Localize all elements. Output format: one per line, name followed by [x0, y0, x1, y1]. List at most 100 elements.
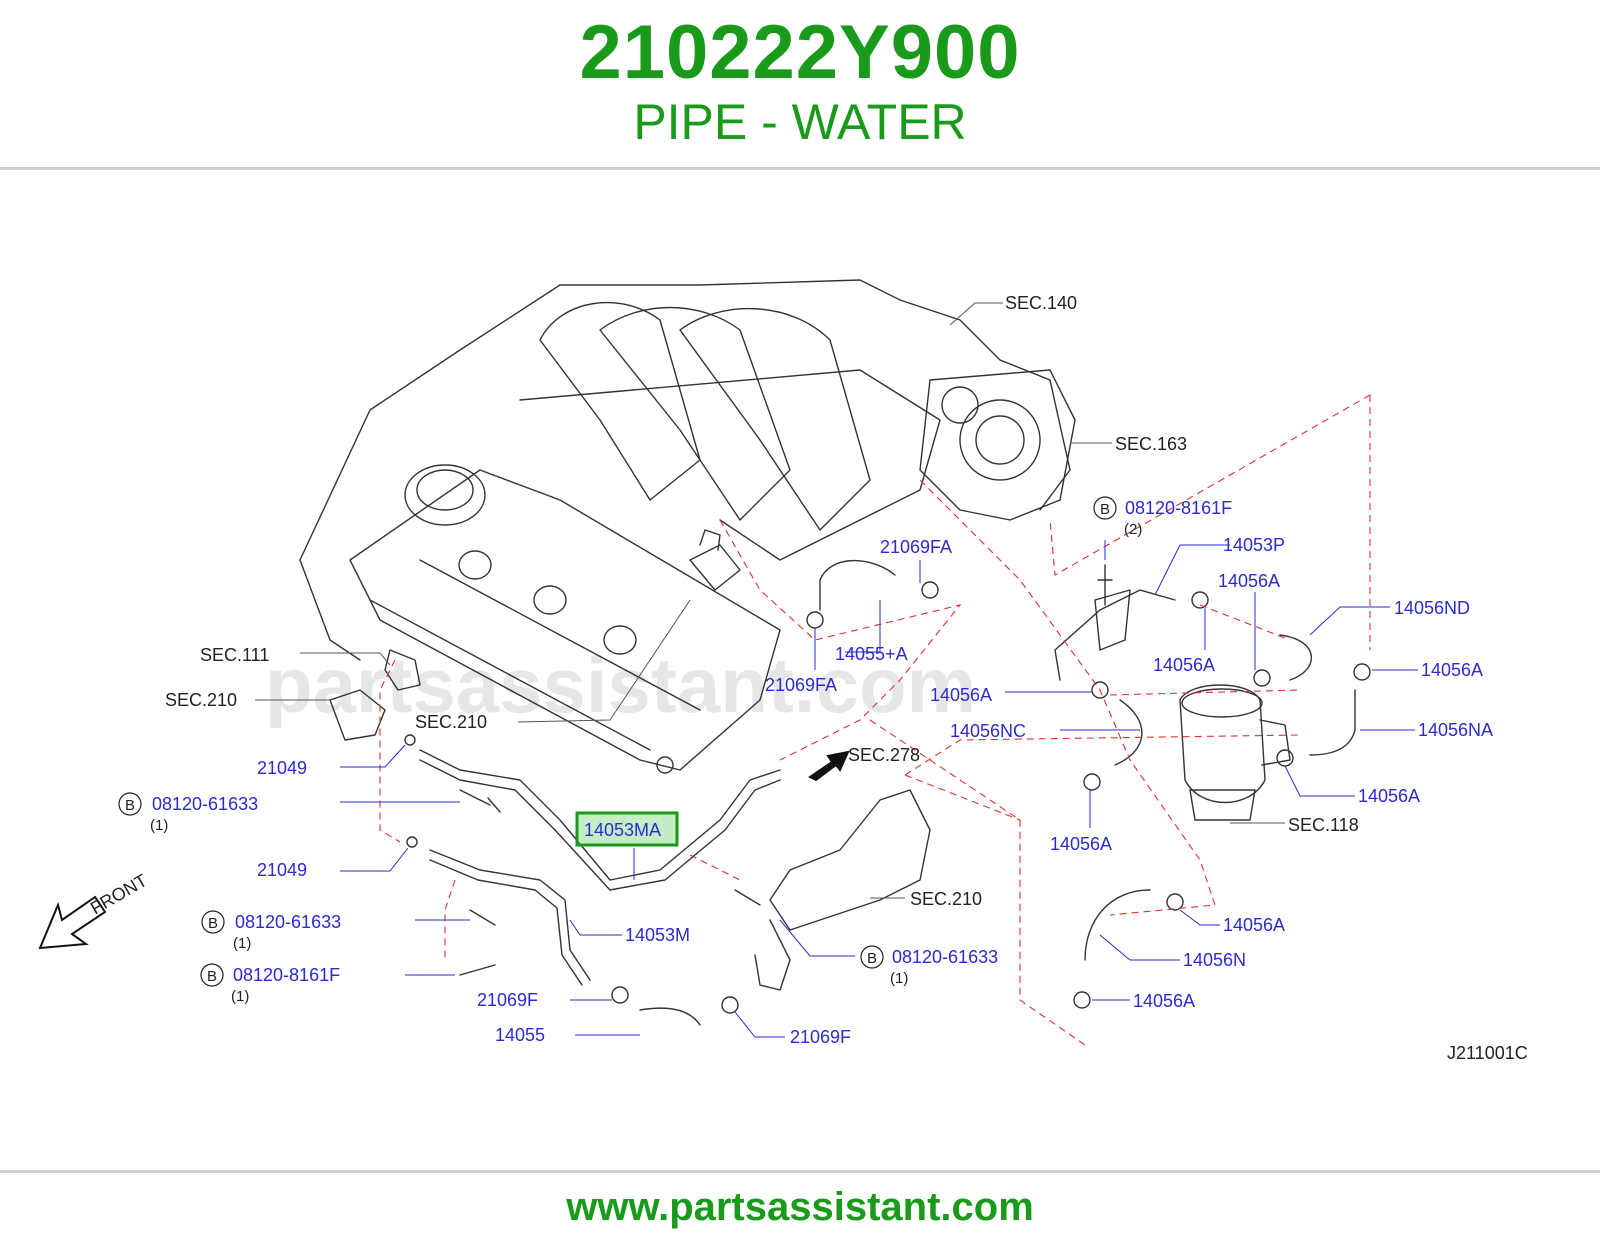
- label-14056A-4[interactable]: 14056A: [930, 685, 992, 705]
- bottom-divider: [0, 1170, 1600, 1173]
- cover-water-outlet: [689, 544, 741, 591]
- label-08120-8161F-b-qty: (1): [231, 988, 249, 1005]
- label-21069FA-b[interactable]: 21069FA: [765, 675, 837, 695]
- dash-lower-box: [904, 734, 1301, 821]
- bolt-badge-c: B: [200, 963, 224, 987]
- clamp-14056A-4: [1091, 681, 1109, 699]
- hose-14055A: [819, 559, 896, 611]
- valve-cover-rib: [369, 599, 651, 751]
- label-14055A[interactable]: 14055+A: [835, 644, 908, 664]
- header: 210222Y900 PIPE - WATER: [0, 0, 1600, 170]
- sec278-arrow-icon: [808, 750, 850, 782]
- part-name-subtitle: PIPE - WATER: [633, 94, 967, 150]
- label-sec210-c[interactable]: SEC.210: [910, 889, 982, 909]
- hose-14055: [639, 1007, 701, 1026]
- dash-middle: [919, 479, 1216, 916]
- footer-url-link[interactable]: www.partsassistant.com: [566, 1185, 1034, 1229]
- label-21049-b[interactable]: 21049: [257, 860, 307, 880]
- label-14056A-7[interactable]: 14056A: [1223, 915, 1285, 935]
- label-14053M[interactable]: 14053M: [625, 925, 690, 945]
- valve-cover: [349, 469, 781, 771]
- svg-text:B: B: [207, 968, 217, 985]
- label-08120-8161F-top[interactable]: 08120-8161F: [1125, 498, 1232, 518]
- label-14056NA[interactable]: 14056NA: [1418, 720, 1493, 740]
- bolt-badge-b: B: [201, 910, 225, 934]
- label-14053P[interactable]: 14053P: [1223, 535, 1285, 555]
- clamp-14056A-3: [1353, 663, 1371, 681]
- cover-water-outlet-neck: [699, 529, 721, 551]
- throttle-body: [959, 399, 1041, 481]
- label-sec163[interactable]: SEC.163: [1115, 434, 1187, 454]
- label-sec140[interactable]: SEC.140: [1005, 293, 1077, 313]
- label-sec118[interactable]: SEC.118: [1288, 815, 1359, 835]
- label-14056A-8[interactable]: 14056A: [1133, 991, 1195, 1011]
- valve-cover-rib2: [419, 559, 701, 711]
- label-08120-8161F-b[interactable]: 08120-8161F: [233, 965, 340, 985]
- dash-bolt-left: [444, 879, 456, 960]
- leader-sec140: [949, 302, 1003, 326]
- clamp-14056A-1: [1191, 591, 1209, 609]
- diagram-code: J211001C: [1447, 1043, 1528, 1063]
- label-21069F-b[interactable]: 21069F: [790, 1027, 851, 1047]
- leader-14056N: [1099, 934, 1180, 961]
- label-08120-61633-c[interactable]: 08120-61633: [892, 947, 998, 967]
- label-08120-61633-b-qty: (1): [233, 935, 251, 952]
- water-pipe-14053MA: [419, 749, 781, 881]
- label-14053MA[interactable]: 14053MA: [584, 820, 661, 840]
- egr-unit-base: [1189, 789, 1256, 821]
- bolt-08120-61633-b: [469, 909, 496, 926]
- leader-21049-a: [340, 744, 406, 768]
- clamp-14056A-8: [1073, 991, 1091, 1009]
- hose-14056N: [1084, 889, 1151, 961]
- hose-14056ND: [1279, 634, 1313, 681]
- throttle-housing: [919, 369, 1076, 521]
- hose-14056NC: [1114, 699, 1143, 766]
- bolt-badge-top: B: [1093, 496, 1117, 520]
- label-14056A-1[interactable]: 14056A: [1218, 571, 1280, 591]
- label-14056A-6[interactable]: 14056A: [1050, 834, 1112, 854]
- leader-sec210b: [517, 599, 691, 723]
- water-outlet-branch: [754, 919, 791, 991]
- clamp-21069F-b: [721, 996, 739, 1014]
- egr-unit: [1179, 684, 1266, 804]
- label-14055[interactable]: 14055: [495, 1025, 545, 1045]
- dash-sec278-box: [869, 719, 1086, 1046]
- label-14056ND[interactable]: 14056ND: [1394, 598, 1470, 618]
- label-sec111[interactable]: SEC.111: [200, 645, 269, 665]
- leader-21069F-b: [734, 1011, 785, 1038]
- svg-text:B: B: [867, 950, 877, 967]
- label-08120-61633-b[interactable]: 08120-61633: [235, 912, 341, 932]
- engine-outline: [299, 279, 1071, 561]
- label-21069F-a[interactable]: 21069F: [477, 990, 538, 1010]
- hose-14056NA: [1309, 689, 1356, 756]
- label-21069FA-a[interactable]: 21069FA: [880, 537, 952, 557]
- clamp-14056A-2: [1253, 669, 1271, 687]
- bolt-badge-a: B: [118, 792, 142, 816]
- clamp-14056A-7: [1166, 893, 1184, 911]
- label-14056A-5[interactable]: 14056A: [1358, 786, 1420, 806]
- label-14056A-2[interactable]: 14056A: [1153, 655, 1215, 675]
- selected-part-highlight[interactable]: [575, 811, 679, 847]
- dash-egr: [1109, 604, 1301, 696]
- label-08120-61633-c-qty: (1): [890, 970, 908, 987]
- gasket-21049-b: [406, 836, 418, 848]
- dash-cover: [719, 519, 962, 761]
- svg-text:B: B: [208, 915, 218, 932]
- water-pipe-14053M-inner: [429, 859, 583, 986]
- label-sec210-a[interactable]: SEC.210: [165, 690, 237, 710]
- label-14056A-3[interactable]: 14056A: [1421, 660, 1483, 680]
- leader-21049-b: [340, 847, 409, 872]
- spark-plug-well-3: [603, 625, 637, 655]
- intake-plenum: [519, 369, 941, 561]
- label-sec210-b[interactable]: SEC.210: [415, 712, 487, 732]
- label-08120-61633-a[interactable]: 08120-61633: [152, 794, 258, 814]
- leader-sec111: [300, 652, 391, 666]
- cover-bolt: [656, 756, 674, 774]
- label-sec278[interactable]: SEC.278: [848, 745, 920, 765]
- label-21049-a[interactable]: 21049: [257, 758, 307, 778]
- clamp-14056A-6: [1083, 773, 1101, 791]
- label-14056N[interactable]: 14056N: [1183, 950, 1246, 970]
- water-outlet-housing: [769, 789, 931, 931]
- label-14056NC[interactable]: 14056NC: [950, 721, 1026, 741]
- water-pipe-14053MA-inner: [419, 759, 781, 891]
